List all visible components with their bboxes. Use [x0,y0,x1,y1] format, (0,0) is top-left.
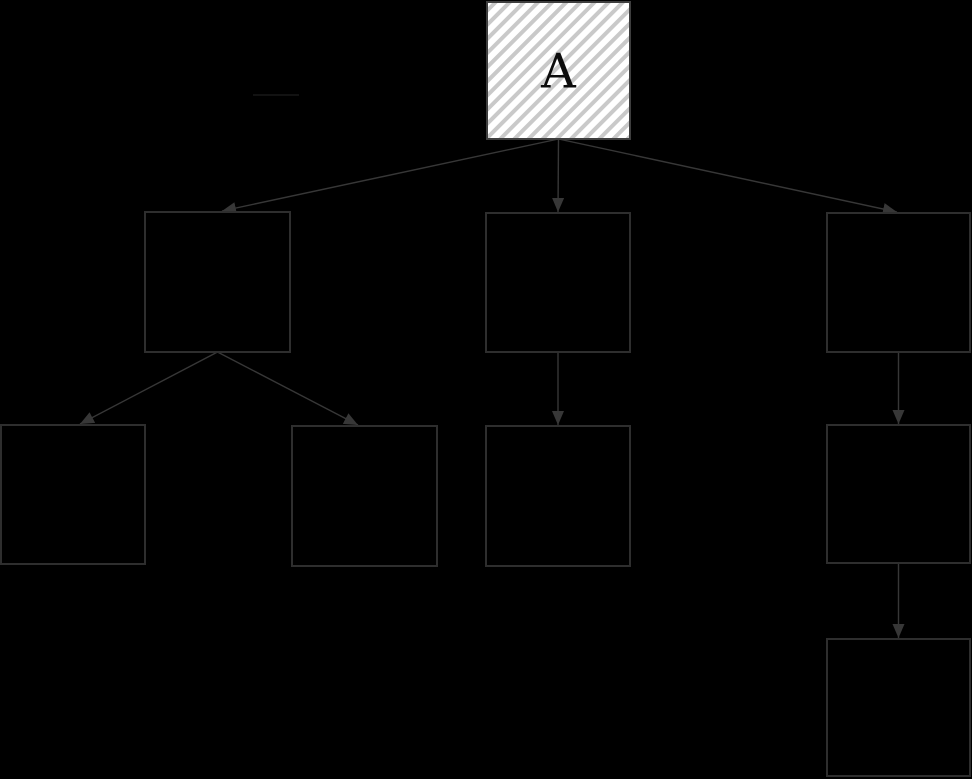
tree-node-c4 [826,424,971,564]
tree-node-c3 [485,425,631,567]
tree-root-node [486,1,631,140]
tree-node-d1 [826,638,971,777]
tree-node-b3 [826,212,971,353]
tree-edge-a-b3 [558,138,898,215]
tree-edge-b1-c1 [79,351,218,425]
tree-node-c2 [291,425,438,567]
tree-node-c1 [0,424,146,565]
tree-node-b1 [144,211,291,353]
tree-node-b2 [485,212,631,353]
tree-edge-a-b2 [552,138,565,213]
tree-edges [79,138,905,638]
tree-node-label-a: A [540,44,577,100]
tree-edge-a-b1 [221,138,559,214]
tree-edge-b1-c2 [217,351,359,426]
